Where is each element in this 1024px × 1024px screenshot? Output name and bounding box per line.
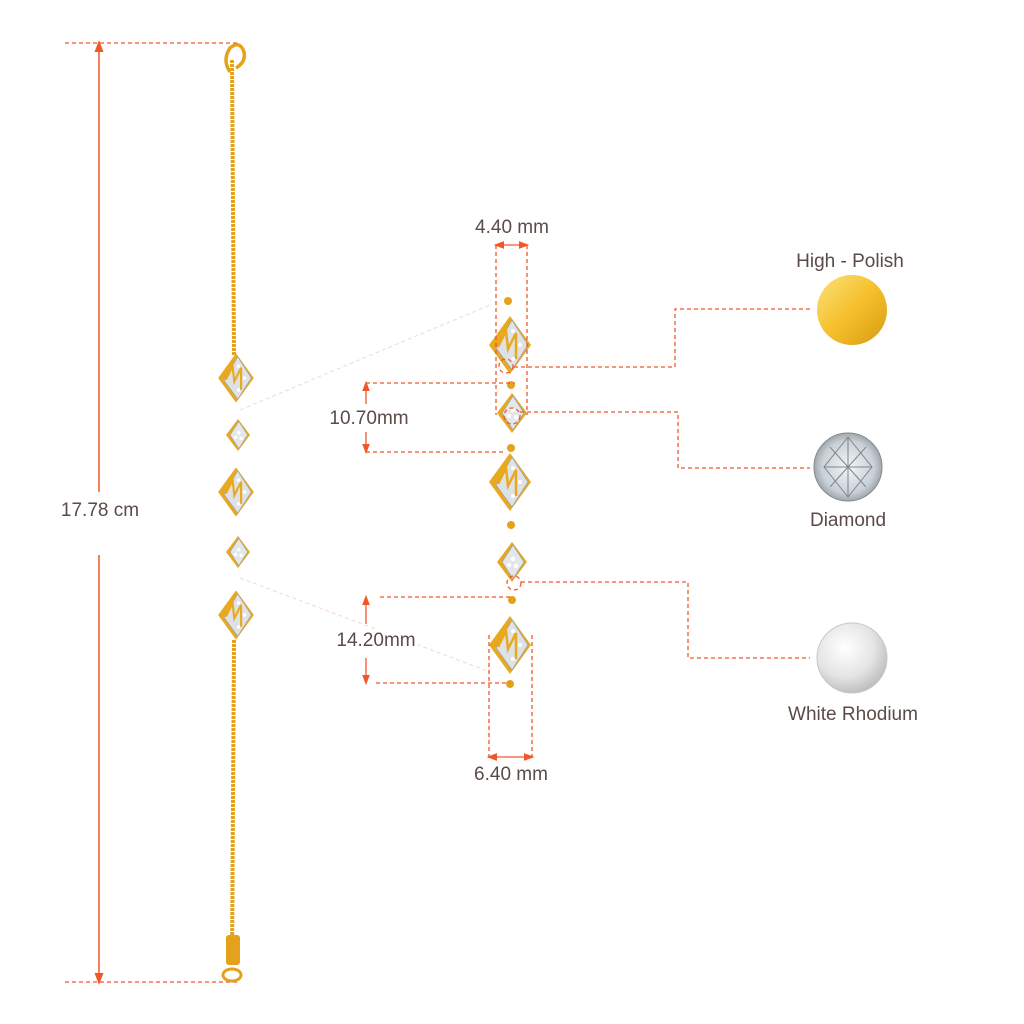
total-length-dimension — [65, 40, 240, 985]
material-label-diamond: Diamond — [809, 510, 887, 531]
total-length-label: 17.78 cm — [58, 500, 142, 522]
detail-dimensions — [362, 241, 535, 761]
rhodium-swatch-icon — [816, 622, 888, 694]
height-large-label: 14.20mm — [334, 630, 418, 652]
width-small-label: 4.40 mm — [475, 217, 549, 238]
material-label-high-polish: High - Polish — [796, 251, 904, 272]
gold-swatch-icon — [817, 275, 887, 345]
bracelet-detail-view — [487, 297, 533, 688]
height-small-label: 10.70mm — [327, 408, 411, 430]
material-label-white-rhodium: White Rhodium — [788, 704, 918, 725]
material-callouts — [498, 308, 810, 659]
diamond-swatch-icon — [813, 432, 883, 502]
bracelet-full-view — [217, 43, 255, 983]
width-large-label: 6.40 mm — [474, 764, 548, 785]
